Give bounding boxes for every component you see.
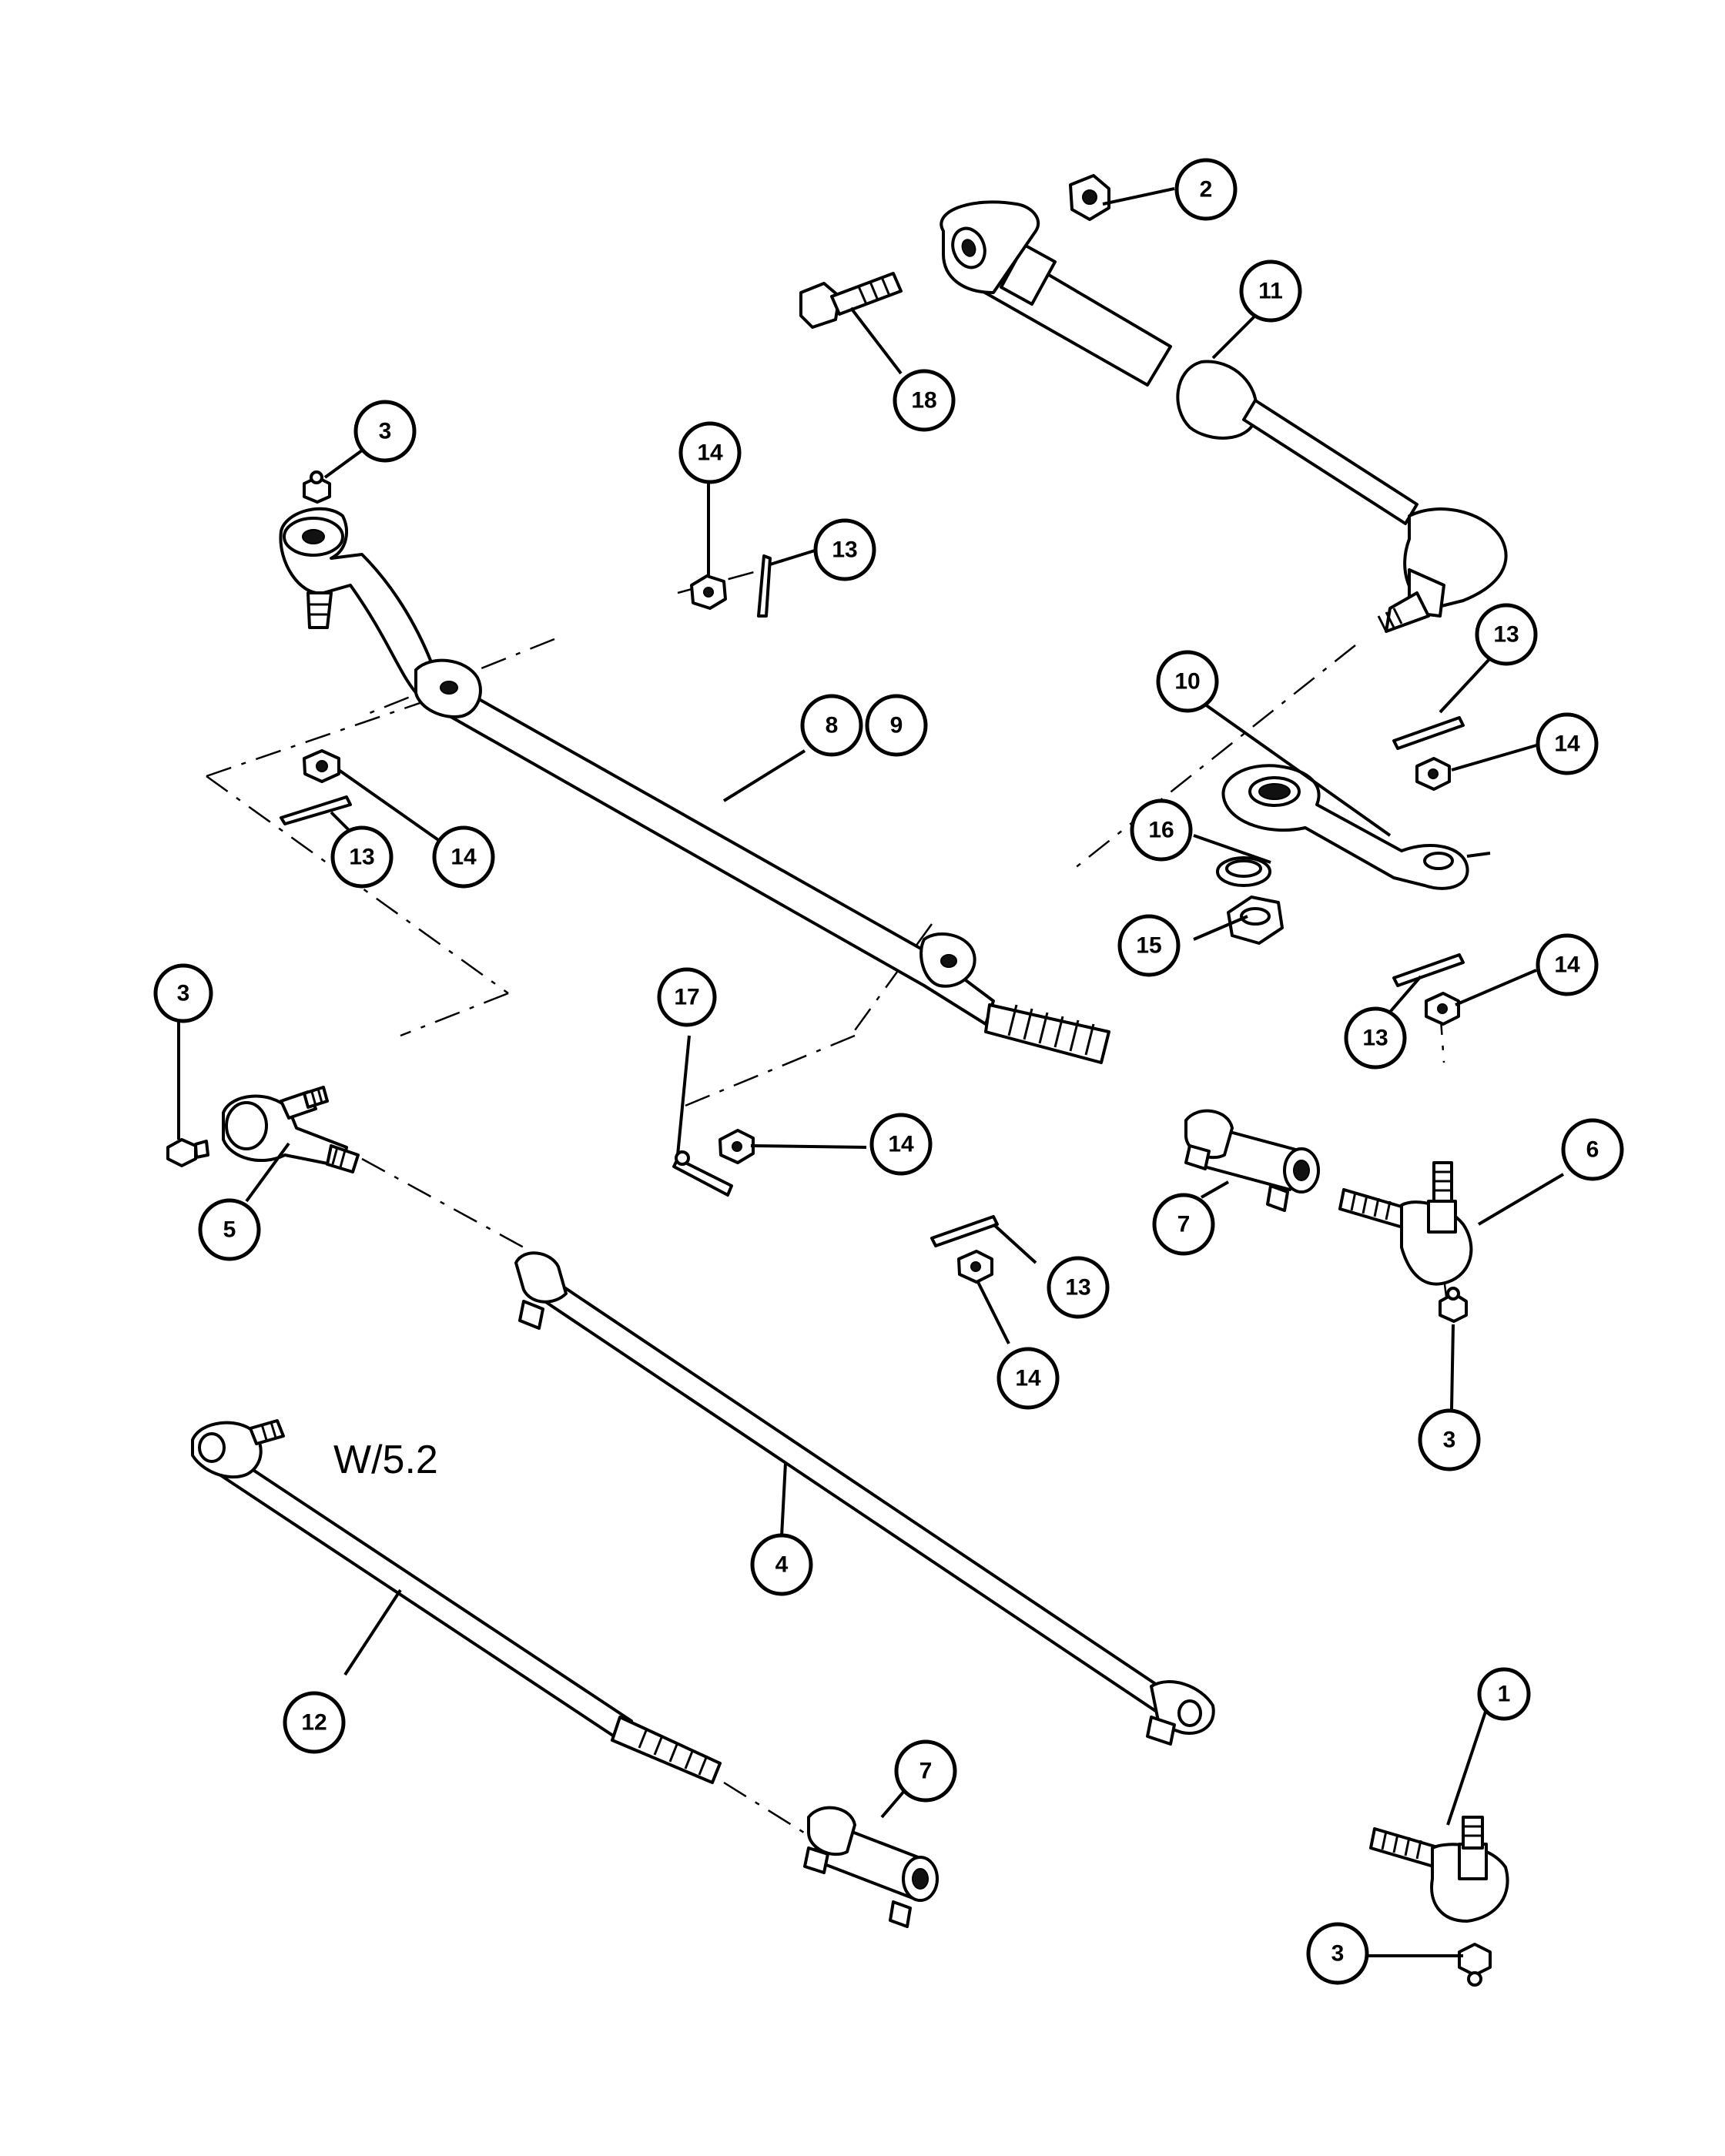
tie-rod-end-right (1338, 1161, 1473, 1286)
callout-3c-label: 3 (1443, 1428, 1456, 1453)
castle-nut-left (303, 749, 340, 783)
callout-14a-label: 14 (697, 440, 723, 466)
callout-15-label: 15 (1136, 933, 1161, 959)
callout-8: 8 (800, 694, 863, 757)
steering-damper (940, 200, 1508, 633)
callout-14c: 14 (432, 825, 495, 889)
castle-nut-right-upper (1415, 757, 1451, 791)
callout-14c-label: 14 (451, 845, 477, 870)
callout-13a-label: 13 (832, 537, 857, 563)
callout-11-label: 11 (1258, 279, 1283, 304)
callout-12: 12 (283, 1691, 346, 1754)
callout-3a: 3 (353, 400, 417, 463)
callout-9-label: 9 (890, 713, 903, 738)
callout-17: 17 (657, 967, 717, 1027)
callout-13b: 13 (1475, 603, 1538, 666)
engine-note: W/5.2 (333, 1438, 438, 1482)
callout-2: 2 (1174, 158, 1238, 221)
callout-5: 5 (198, 1198, 261, 1261)
callout-16: 16 (1130, 798, 1193, 862)
tie-rod-end-bottom-right (1369, 1816, 1509, 1923)
callout-18-label: 18 (911, 388, 936, 413)
callout-7b: 7 (894, 1739, 957, 1803)
grease-fitting-top-left (303, 470, 331, 504)
lock-washer (1216, 856, 1271, 887)
callout-7a-label: 7 (1177, 1212, 1191, 1237)
cotter-pin-right-lower (1392, 953, 1465, 987)
castle-nut-lower-center (957, 1250, 993, 1284)
cotter-pin-top-center (757, 554, 772, 618)
callout-3c: 3 (1418, 1408, 1481, 1471)
callout-11: 11 (1239, 259, 1302, 323)
callout-8-label: 8 (826, 713, 839, 738)
callout-17-label: 17 (674, 985, 699, 1010)
callout-13b-label: 13 (1493, 622, 1519, 648)
cotter-pin-lower-center (930, 1215, 999, 1247)
callout-4-label: 4 (775, 1552, 789, 1578)
callout-13c: 13 (330, 825, 394, 889)
callout-14d-label: 14 (1554, 952, 1580, 978)
callout-14f: 14 (996, 1347, 1060, 1410)
cotter-pin-right-upper (1392, 716, 1465, 750)
callout-6: 6 (1561, 1118, 1624, 1181)
callout-4: 4 (750, 1533, 813, 1596)
callout-13e-label: 13 (1065, 1275, 1090, 1301)
grease-fitting-left (166, 1138, 209, 1167)
callout-14a: 14 (678, 421, 742, 484)
callout-10: 10 (1156, 650, 1219, 713)
castle-nut-right-lower (1425, 992, 1460, 1026)
castle-nut-center (718, 1129, 755, 1164)
pitman-arm (1221, 764, 1491, 890)
leader-lines (177, 187, 1565, 1957)
grease-fitting-right (1439, 1287, 1468, 1323)
tie-rod-end-left (222, 1086, 360, 1173)
callout-1: 1 (1477, 1667, 1531, 1721)
callout-1-label: 1 (1498, 1682, 1511, 1707)
tie-rod (514, 1251, 1215, 1746)
callout-3b: 3 (153, 963, 213, 1023)
callout-12-label: 12 (301, 1710, 327, 1736)
castle-nut-top-center (690, 574, 727, 610)
callout-13c-label: 13 (349, 845, 374, 870)
callout-14b-label: 14 (1554, 732, 1580, 757)
callout-6-label: 6 (1586, 1137, 1599, 1163)
damper-bolt (799, 272, 903, 329)
callout-13d: 13 (1344, 1006, 1407, 1070)
adjusting-sleeve-upper (1184, 1109, 1320, 1212)
callout-13a: 13 (813, 518, 876, 581)
tie-rod-w52 (191, 1419, 722, 1784)
callout-13d-label: 13 (1362, 1026, 1388, 1051)
damper-nut (1069, 174, 1110, 221)
grease-fitting-bottom-right (1458, 1943, 1492, 1987)
callout-14f-label: 14 (1015, 1366, 1041, 1391)
cotter-pin-left (280, 795, 352, 825)
callout-3d: 3 (1306, 1922, 1369, 1985)
callout-7a: 7 (1152, 1193, 1215, 1256)
callout-3a-label: 3 (379, 419, 392, 444)
callout-14b: 14 (1536, 712, 1599, 775)
pitman-nut (1227, 896, 1284, 945)
callout-7b-label: 7 (919, 1759, 933, 1784)
callout-2-label: 2 (1200, 177, 1213, 203)
callout-3d-label: 3 (1331, 1941, 1345, 1967)
callout-13e: 13 (1047, 1256, 1110, 1319)
adjusting-sleeve-lower (803, 1806, 939, 1928)
assembly-centerlines (206, 568, 1449, 1842)
callout-18: 18 (893, 369, 956, 432)
callout-3b-label: 3 (177, 981, 190, 1006)
callout-9: 9 (865, 694, 928, 757)
callout-5-label: 5 (223, 1217, 236, 1243)
callout-14e-label: 14 (888, 1132, 914, 1157)
callout-14e: 14 (869, 1113, 933, 1176)
callout-14d: 14 (1536, 933, 1599, 996)
callout-16-label: 16 (1148, 818, 1174, 843)
drag-link (279, 507, 1110, 1064)
callout-10-label: 10 (1174, 669, 1200, 695)
cotter-pin-center-17 (672, 1150, 733, 1197)
callout-15: 15 (1117, 914, 1181, 977)
